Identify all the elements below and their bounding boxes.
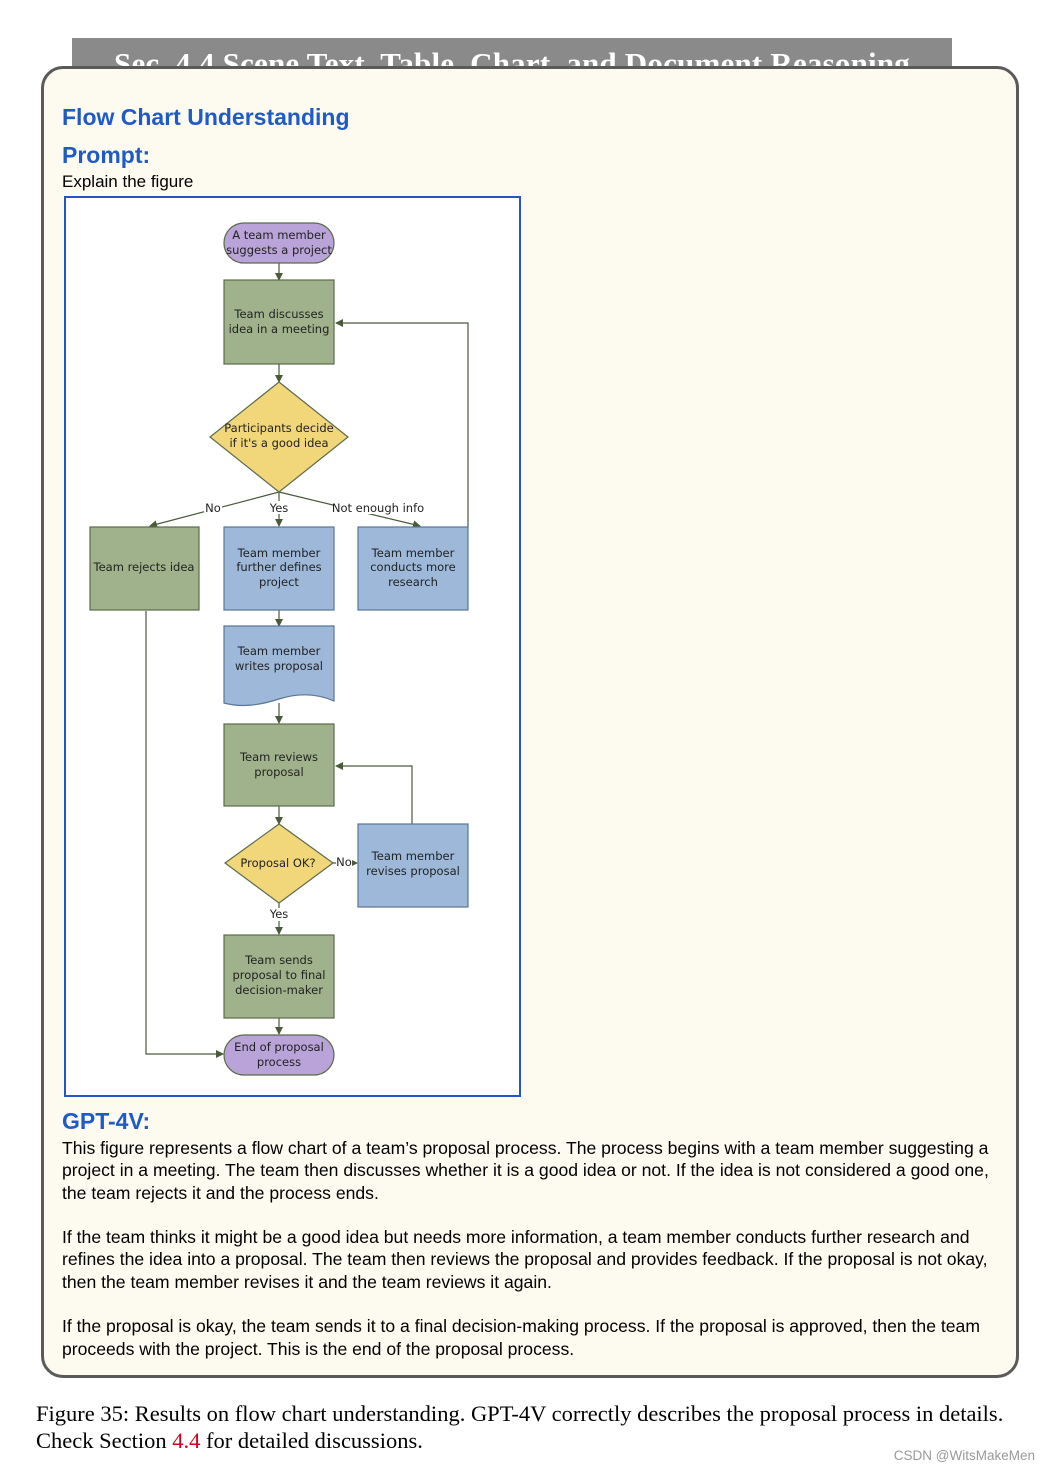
send-node <box>223 934 335 1019</box>
task-title: Flow Chart Understanding <box>62 104 350 130</box>
review-node <box>223 723 335 807</box>
edge-research-discuss <box>335 319 469 528</box>
discuss-node <box>223 279 335 365</box>
write-label-2: writes proposal <box>235 659 323 673</box>
send-label-1: Team sends <box>244 953 313 967</box>
edge-reject-end <box>145 611 224 1058</box>
section-ref-link[interactable]: 4.4 <box>172 1428 201 1453</box>
end-node <box>223 1034 335 1076</box>
decide-node <box>209 381 349 493</box>
start-node <box>223 222 335 264</box>
flowchart: No Yes Not enough info No Yes <box>89 222 469 1076</box>
decide-label-2: if it's a good idea <box>229 436 328 450</box>
start-label-1: A team member <box>232 228 326 242</box>
figure-caption: Figure 35: Results on flow chart underst… <box>36 1400 1031 1454</box>
answer-paragraph: This figure represents a flow chart of a… <box>62 1138 989 1203</box>
start-label-2: suggests a project <box>226 243 332 257</box>
research-node <box>357 526 469 611</box>
watermark: CSDN @WitsMakeMen <box>893 1448 1035 1463</box>
write-node <box>223 625 335 707</box>
answer-heading: GPT-4V: <box>62 1108 151 1134</box>
answer-paragraph: If the team thinks it might be a good id… <box>62 1227 988 1292</box>
review-label-1: Team reviews <box>239 750 318 764</box>
edge-label-yes: Yes <box>269 501 289 515</box>
ok-node <box>223 823 335 904</box>
revise-node <box>357 823 469 908</box>
flowchart-figure: No Yes Not enough info No Yes <box>64 196 521 1097</box>
answer-paragraph: If the proposal is okay, the team sends … <box>62 1316 980 1359</box>
decide-label-1: Participants decide <box>224 421 333 435</box>
research-label-3: research <box>388 575 438 589</box>
edge-label-not-enough-info: Not enough info <box>332 501 424 515</box>
discuss-label-2: idea in a meeting <box>229 322 330 336</box>
write-label-1: Team member <box>237 644 321 658</box>
discuss-label-1: Team discusses <box>233 307 323 321</box>
caption-text: Figure 35: Results on flow chart underst… <box>36 1401 1004 1453</box>
edge-label-no: No <box>205 501 221 515</box>
edge-label-yes-2: Yes <box>269 907 289 921</box>
reject-label: Team rejects idea <box>93 560 195 574</box>
research-label-2: conducts more <box>370 560 456 574</box>
reject-node <box>89 526 200 611</box>
define-label-1: Team member <box>237 546 321 560</box>
end-label-2: process <box>257 1055 301 1069</box>
send-label-2: proposal to final <box>232 968 325 982</box>
prompt-text: Explain the figure <box>62 172 194 191</box>
edge-revise-review <box>335 762 413 824</box>
review-label-2: proposal <box>254 765 303 779</box>
research-label-1: Team member <box>371 546 455 560</box>
send-label-3: decision-maker <box>235 983 323 997</box>
caption-text-end: for detailed discussions. <box>200 1428 423 1453</box>
prompt-heading: Prompt: <box>62 142 151 168</box>
answer-body: This figure represents a flow chart of a… <box>62 1137 997 1360</box>
edge-label-no-2: No <box>336 855 352 869</box>
define-label-3: project <box>259 575 299 589</box>
define-label-2: further defines <box>236 560 321 574</box>
ok-label: Proposal OK? <box>240 856 315 870</box>
revise-label-1: Team member <box>371 849 455 863</box>
end-label-1: End of proposal <box>234 1040 324 1054</box>
revise-label-2: revises proposal <box>366 864 460 878</box>
define-node <box>223 526 335 611</box>
